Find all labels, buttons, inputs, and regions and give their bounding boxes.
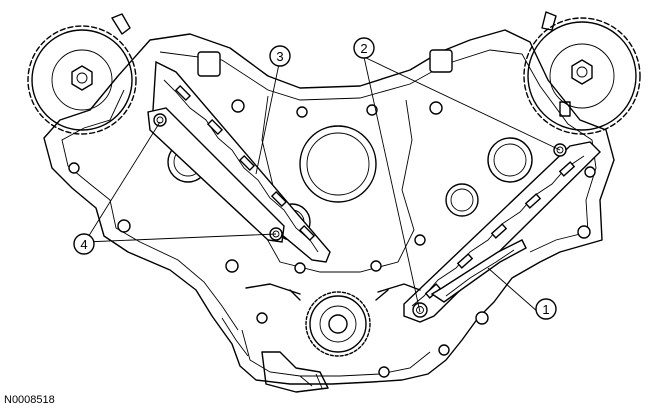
- left-chain-guide: [151, 60, 331, 263]
- callout-4: 4: [73, 233, 95, 255]
- figure-id-label: N0008518: [4, 394, 55, 406]
- left-camshaft-sprocket: [27, 25, 137, 135]
- callout-3: 3: [269, 45, 291, 67]
- leader-line-2b: [363, 56, 561, 151]
- right-chain-guide: [403, 141, 601, 323]
- leader-line-4b: [84, 233, 277, 243]
- leader-lines: [84, 56, 561, 313]
- callout-4-label: 4: [80, 237, 87, 252]
- right-chain-tensioner-arm: [430, 239, 527, 303]
- callout-2: 2: [353, 37, 375, 59]
- left-tensioner-upper-bolt: [153, 113, 167, 127]
- right-camshaft-sprocket: [523, 17, 641, 135]
- leader-line-1: [487, 267, 539, 313]
- left-tensioner-arm: [147, 107, 285, 243]
- mounting-bolt-holes: [68, 99, 596, 378]
- engine-block-outline: [43, 11, 615, 385]
- callout-1: 1: [535, 298, 557, 320]
- callout-1-label: 1: [542, 302, 549, 317]
- crankshaft-sprocket: [289, 289, 389, 357]
- leader-line-2a: [363, 56, 421, 313]
- callout-2-label: 2: [360, 41, 367, 56]
- leader-line-4a: [84, 121, 161, 243]
- leader-line-3: [255, 63, 280, 175]
- callout-3-label: 3: [276, 49, 283, 64]
